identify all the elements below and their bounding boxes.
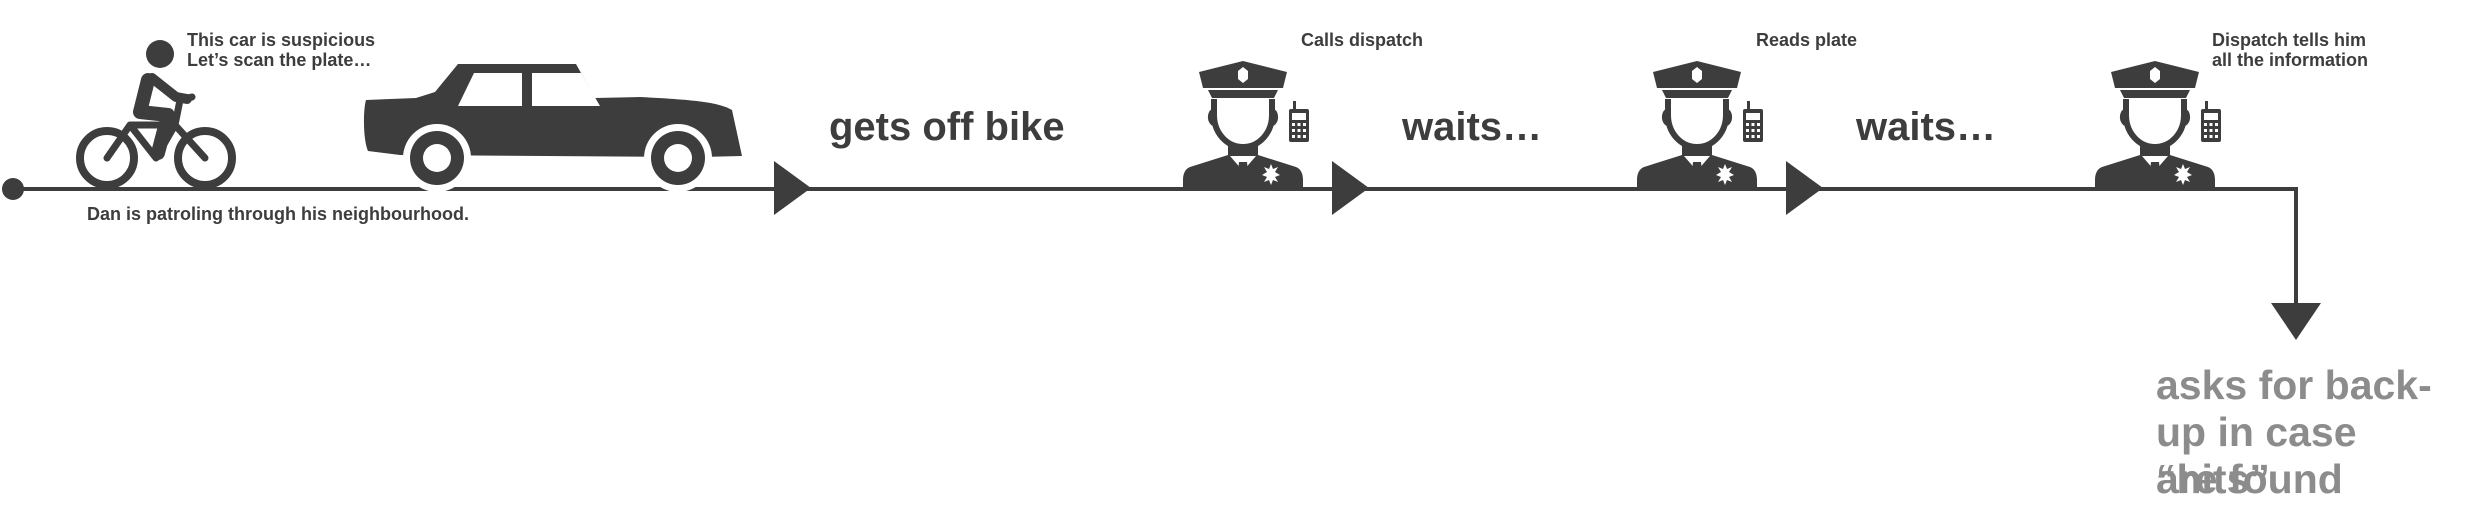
waits-label-1: waits… (1402, 105, 1543, 149)
gets-off-bike-label: gets off bike (829, 105, 1065, 149)
final-step-line2: up in case “hits” (2156, 409, 2357, 502)
suspicious-label-line2: Let’s scan the plate… (187, 50, 372, 70)
waits-label-2: waits… (1856, 105, 1997, 149)
police-officer-icon (1183, 61, 1309, 189)
police-officer-icon (1637, 61, 1763, 189)
reads-plate-label: Reads plate (1756, 30, 1858, 50)
arrow-icon (774, 161, 811, 215)
police-officer-icon (2095, 61, 2221, 189)
final-step-line3: are found (2156, 456, 2343, 502)
intro-label: Dan is patroling through his neighbourho… (87, 204, 469, 224)
final-step-line1: asks for back- (2156, 362, 2432, 408)
suspicious-label-line1: This car is suspicious (187, 30, 376, 50)
dispatch-info-label-line1: Dispatch tells him (2212, 30, 2367, 50)
arrow-icon (1332, 161, 1369, 215)
car-icon (363, 64, 742, 192)
arrow-icon (1786, 161, 1823, 215)
dispatch-info-label-line2: all the information (2212, 50, 2369, 70)
arrow-down-icon (2271, 303, 2321, 340)
calls-dispatch-label: Calls dispatch (1301, 30, 1424, 50)
cyclist-icon (76, 40, 236, 189)
